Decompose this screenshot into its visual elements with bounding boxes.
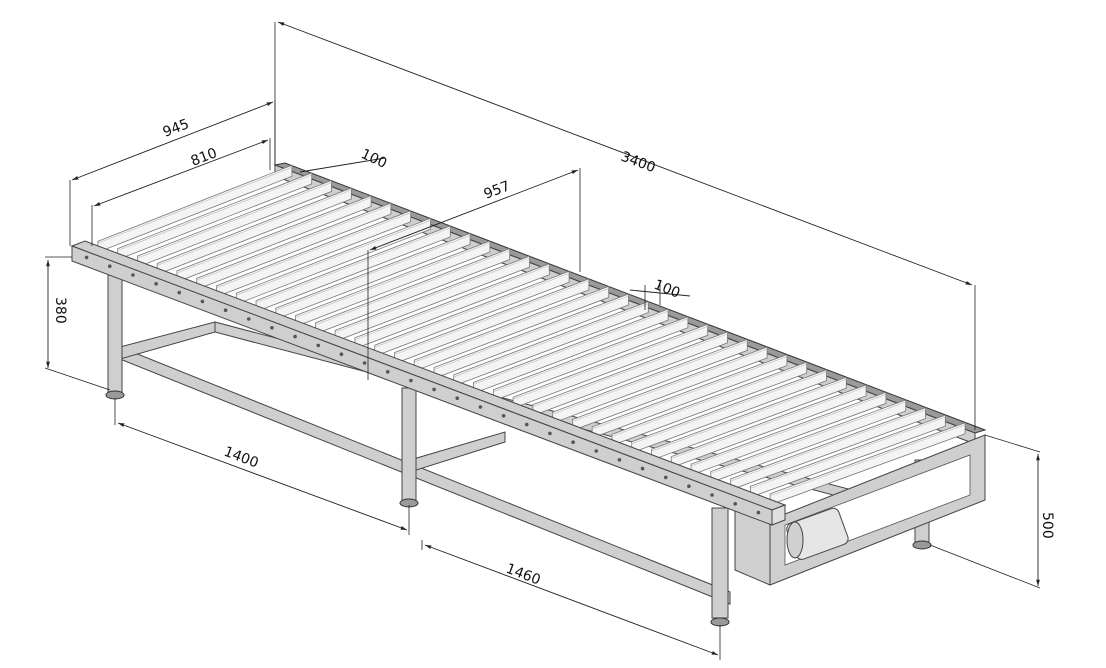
bolt-hole xyxy=(455,396,460,401)
leg-front-mid xyxy=(401,387,417,501)
roller-highlight xyxy=(473,310,669,385)
foot-front-right xyxy=(710,617,730,627)
roller-highlight xyxy=(710,401,906,474)
bolt-hole xyxy=(733,502,738,506)
leg-front-right xyxy=(711,507,729,619)
cross-stretcher-mid xyxy=(409,431,506,473)
dim-frame-height: 380 xyxy=(52,297,68,324)
roller-highlight xyxy=(493,318,689,393)
dimensions: 3400 945 810 100 957 100 380 500 xyxy=(44,21,1055,660)
roller-highlight xyxy=(770,424,966,497)
dim-line-inner-width xyxy=(93,139,269,207)
roller-highlight xyxy=(414,288,609,363)
bolt-hole xyxy=(571,440,575,445)
bolt-hole xyxy=(409,378,413,383)
bolt-hole xyxy=(293,334,297,339)
bolt-hole xyxy=(687,484,691,489)
bolt-hole xyxy=(548,431,552,436)
bolt-hole xyxy=(177,290,182,295)
roller-highlight xyxy=(611,363,807,437)
rail-bolt-holes xyxy=(84,255,761,515)
bolt-hole xyxy=(246,317,251,321)
roller-highlight xyxy=(453,303,649,378)
bolt-hole xyxy=(107,264,112,269)
bolt-hole xyxy=(154,282,158,286)
dim-roller-pitch-top: 100 xyxy=(358,146,389,172)
leg-front-left xyxy=(107,271,123,393)
roller-highlight xyxy=(532,333,728,407)
roller-highlight xyxy=(433,295,629,370)
bolt-hole xyxy=(362,361,367,365)
bolt-hole xyxy=(432,387,436,392)
roller-highlight xyxy=(572,348,768,422)
roller-highlight xyxy=(374,273,570,348)
roller-highlight xyxy=(750,416,946,489)
roller-highlight xyxy=(671,386,867,459)
near-rail-end-plate xyxy=(771,504,786,526)
bolt-hole xyxy=(200,299,205,304)
foot-back-right xyxy=(912,540,932,550)
bolt-hole xyxy=(501,414,506,418)
bolt-hole xyxy=(663,475,668,480)
dim-roller-span: 957 xyxy=(482,178,513,203)
dim-line-outer-width xyxy=(71,101,274,181)
drive-motor xyxy=(786,507,849,560)
foot-front-left xyxy=(105,390,125,400)
roller-highlight xyxy=(394,280,590,355)
dim-line-roller-span xyxy=(369,169,579,251)
roller-highlight xyxy=(592,356,788,430)
bolt-hole xyxy=(524,422,529,427)
dim-line-overall-length xyxy=(277,21,973,286)
dim-leg-spacing-1: 1400 xyxy=(222,444,261,472)
roller-highlight xyxy=(512,326,708,400)
cross-stretcher-left xyxy=(119,321,216,360)
bolt-hole xyxy=(478,405,483,409)
bolt-hole xyxy=(131,273,135,277)
dim-inner-width: 810 xyxy=(189,145,220,170)
bolt-hole xyxy=(84,255,89,260)
bolt-hole xyxy=(270,326,274,330)
dim-outer-width: 945 xyxy=(161,116,192,141)
bolt-hole xyxy=(385,370,390,374)
dim-overall-height: 500 xyxy=(1039,512,1055,539)
bolt-hole xyxy=(640,466,645,471)
bolt-hole xyxy=(594,449,599,453)
dim-roller-pitch-mid: 100 xyxy=(652,277,683,302)
dim-overall-length: 3400 xyxy=(619,149,658,176)
near-side-rail-group xyxy=(70,240,787,526)
roller-highlight xyxy=(651,379,847,452)
roller-highlight xyxy=(690,394,887,467)
bolt-hole xyxy=(756,510,761,515)
bolt-hole xyxy=(617,458,622,462)
roller-highlight xyxy=(631,371,827,445)
roller-highlight xyxy=(730,409,926,482)
dim-leg-spacing-2: 1460 xyxy=(504,561,543,589)
roller-highlight xyxy=(552,341,748,415)
bolt-hole xyxy=(223,308,228,313)
dim-line-leg-spacing-2 xyxy=(424,544,719,656)
bolt-hole xyxy=(339,352,344,357)
dim-line-leg-spacing-1 xyxy=(117,422,408,531)
bolt-hole xyxy=(316,343,321,348)
bolt-hole xyxy=(710,493,714,497)
dim-line-pitch-mid xyxy=(629,289,691,297)
dim-line-pitch-top xyxy=(299,157,386,173)
